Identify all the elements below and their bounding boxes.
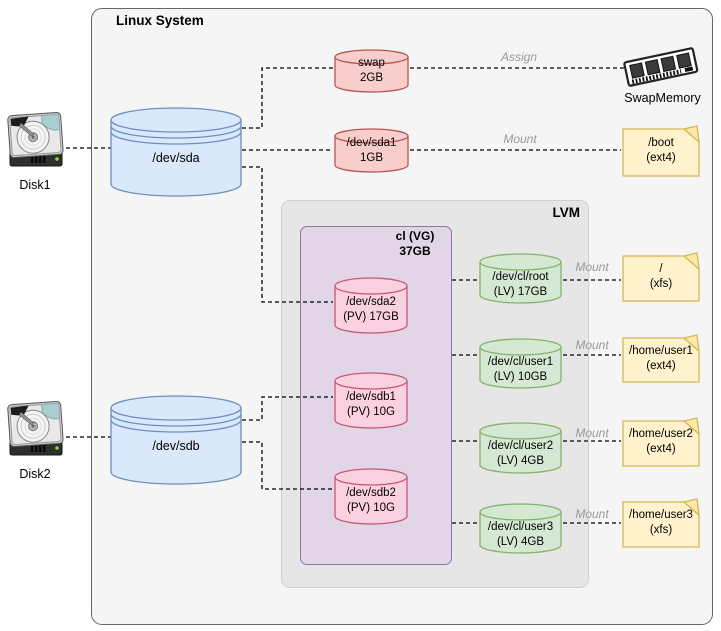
lv-user3-size: (LV) 4GB (496, 536, 545, 548)
lv-root-size: (LV) 17GB (493, 286, 548, 298)
swap-size: 2GB (359, 72, 383, 84)
lv-root-label: /dev/cl/root (LV) 17GB (473, 270, 568, 300)
cylinder-dev-sda: /dev/sda (110, 107, 242, 197)
pv-sdb2-name: /dev/sdb2 (346, 487, 396, 499)
edge-label-mount-user2: Mount (575, 426, 609, 440)
boot-fs: (ext4) (646, 152, 676, 164)
user2-mount-label: /home/user2 (ext4) (622, 417, 700, 467)
cylinder-dev-sdb: /dev/sdb (110, 395, 242, 485)
sda1-size: 1GB (359, 152, 383, 164)
sda1-label: /dev/sda1 1GB (328, 136, 415, 166)
lv-user2-name: /dev/cl/user2 (487, 440, 554, 452)
user3-path: /home/user3 (629, 509, 693, 521)
cylinder-lv-user2: /dev/cl/user2 (LV) 4GB (479, 422, 562, 475)
lv-user1-size: (LV) 10GB (493, 371, 548, 383)
user1-mount-label: /home/user1 (ext4) (622, 334, 700, 383)
edge-label-mount-user3: Mount (575, 507, 609, 521)
disk2-label: Disk2 (19, 467, 51, 481)
linux-system-title: Linux System (116, 13, 204, 28)
lv-user1-name: /dev/cl/user1 (487, 356, 554, 368)
disk1-label: Disk1 (19, 178, 51, 192)
cylinder-sda1: /dev/sda1 1GB (334, 128, 409, 174)
cylinder-swap: swap 2GB (334, 49, 409, 93)
cylinder-lv-user1: /dev/cl/user1 (LV) 10GB (479, 338, 562, 390)
cylinder-pv-sdb1: /dev/sdb1 (PV) 10G (334, 372, 408, 430)
user2-fs: (ext4) (646, 443, 676, 455)
boot-mount-label: /boot (ext4) (622, 125, 700, 177)
disk2-node (6, 399, 66, 461)
lv-user1-label: /dev/cl/user1 (LV) 10GB (473, 355, 568, 385)
lv-root-name: /dev/cl/root (492, 271, 549, 283)
pv-sdb1-name: /dev/sdb1 (346, 391, 396, 403)
note-root: / (xfs) (622, 252, 700, 302)
ram-icon (623, 47, 699, 87)
pv-sdb2-size: (PV) 10G (347, 502, 395, 514)
vg-size: 37GB (399, 244, 431, 258)
root-fs: (xfs) (649, 278, 673, 290)
sdb-label: /dev/sdb (152, 439, 200, 453)
note-home-user3: /home/user3 (xfs) (622, 498, 700, 548)
lv-user3-name: /dev/cl/user3 (487, 521, 554, 533)
pv-sdb2-label: /dev/sdb2 (PV) 10G (328, 486, 414, 516)
cylinder-pv-sdb2: /dev/sdb2 (PV) 10G (334, 468, 408, 526)
pv-sdb1-size: (PV) 10G (347, 406, 395, 418)
swap-label: swap 2GB (328, 56, 415, 86)
lvm-title: LVM (552, 205, 581, 220)
hdd-icon (7, 112, 64, 167)
edge-label-mount-user1: Mount (575, 338, 609, 352)
user3-fs: (xfs) (649, 524, 673, 536)
root-path: / (659, 263, 663, 275)
boot-path: /boot (648, 137, 674, 149)
sda-label: /dev/sda (152, 151, 200, 165)
pv-sda2-label: /dev/sda2 (PV) 17GB (328, 295, 414, 325)
cylinder-lv-user3: /dev/cl/user3 (LV) 4GB (479, 503, 562, 555)
lv-user2-label: /dev/cl/user2 (LV) 4GB (473, 439, 568, 469)
disk1-node (6, 110, 66, 172)
swap-memory-node (622, 44, 700, 92)
root-mount-label: / (xfs) (622, 252, 700, 302)
cylinder-lv-root: /dev/cl/root (LV) 17GB (479, 253, 562, 305)
edge-label-mount-root: Mount (575, 260, 609, 274)
user3-mount-label: /home/user3 (xfs) (622, 498, 700, 548)
note-boot: /boot (ext4) (622, 125, 700, 177)
note-home-user1: /home/user1 (ext4) (622, 334, 700, 383)
lv-user2-size: (LV) 4GB (496, 455, 545, 467)
edge-label-assign: Assign (500, 50, 538, 64)
edge-label-mount-boot: Mount (503, 132, 537, 146)
sda1-name: /dev/sda1 (346, 137, 397, 149)
swap-memory-label: SwapMemory (624, 91, 701, 105)
user1-fs: (ext4) (646, 359, 676, 372)
volume-group-title: cl (VG) 37GB (384, 229, 446, 259)
lv-user3-label: /dev/cl/user3 (LV) 4GB (473, 520, 568, 550)
user2-path: /home/user2 (629, 428, 693, 440)
swap-name: swap (358, 57, 385, 69)
hdd-icon (7, 401, 64, 456)
pv-sdb1-label: /dev/sdb1 (PV) 10G (328, 390, 414, 420)
vg-name: cl (VG) (395, 229, 435, 243)
user1-path: /home/user1 (629, 344, 693, 357)
pv-sda2-size: (PV) 17GB (343, 311, 399, 323)
cylinder-pv-sda2: /dev/sda2 (PV) 17GB (334, 277, 408, 335)
note-home-user2: /home/user2 (ext4) (622, 417, 700, 467)
pv-sda2-name: /dev/sda2 (346, 296, 396, 308)
